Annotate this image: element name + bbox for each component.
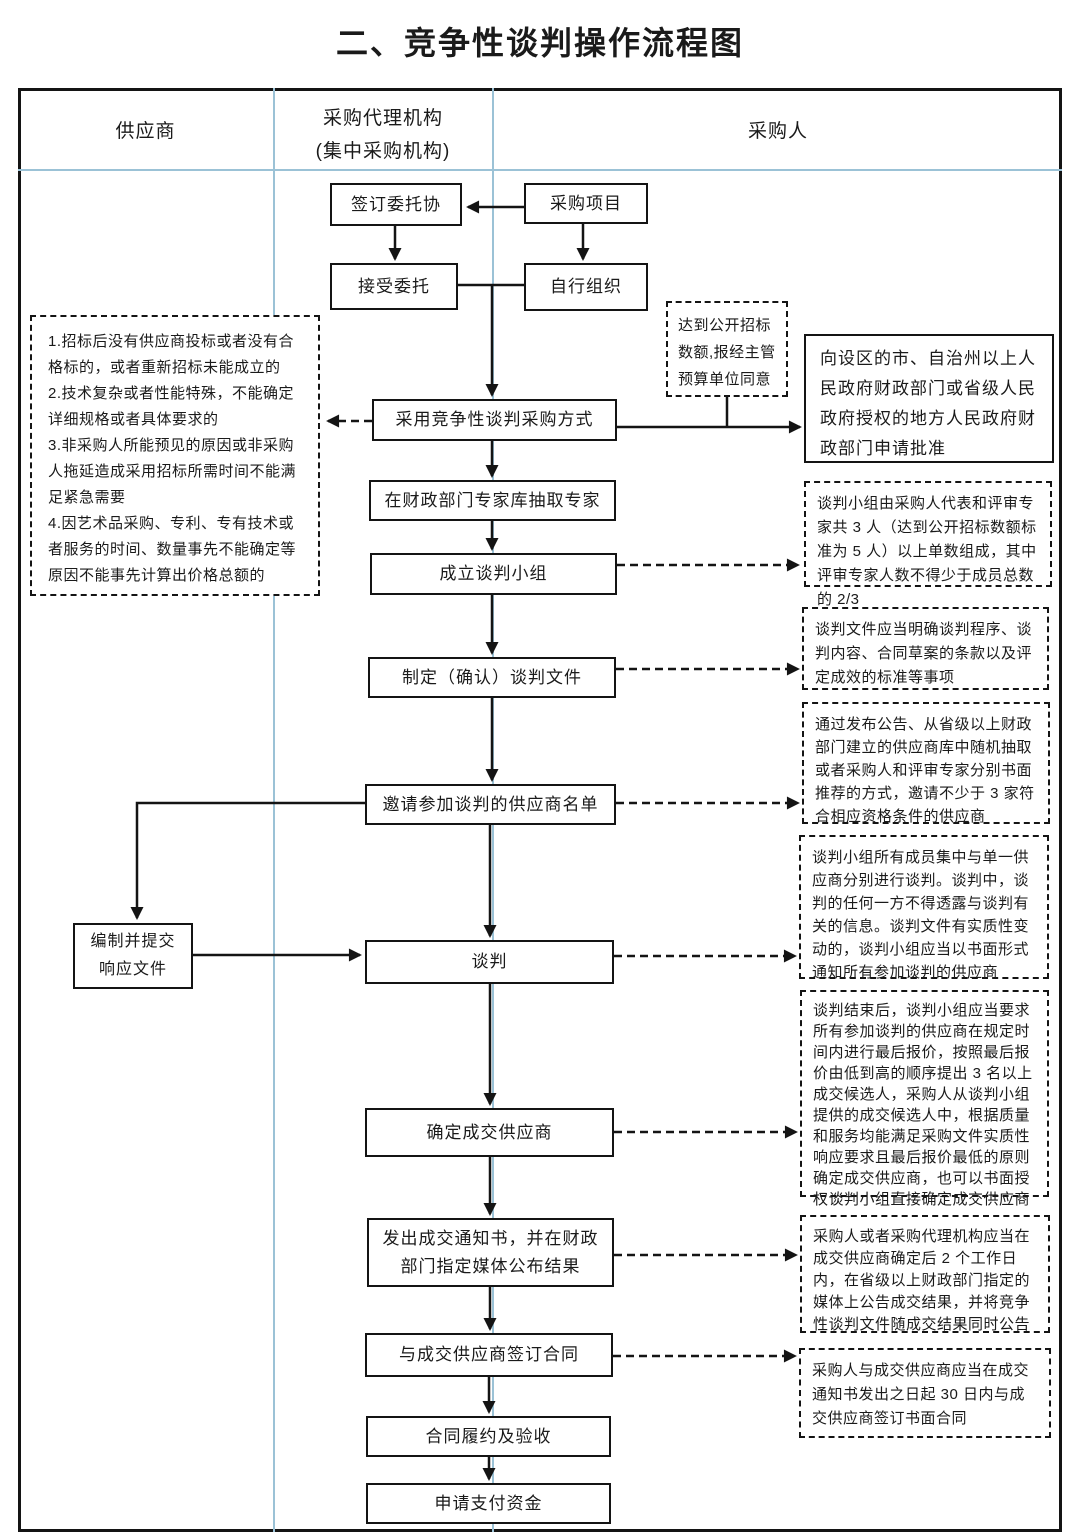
annotation-threshold-condition: 达到公开招标数额,报经主管预算单位同意 bbox=[666, 301, 788, 397]
node-adopt-method: 采用竞争性谈判采购方式 bbox=[372, 399, 617, 441]
node-issue-notice: 发出成交通知书，并在财政部门指定媒体公布结果 bbox=[367, 1218, 614, 1287]
lane-header-agency-line2: (集中采购机构) bbox=[315, 141, 451, 162]
node-invite-list: 邀请参加谈判的供应商名单 bbox=[365, 784, 616, 825]
node-apply-payment: 申请支付资金 bbox=[366, 1483, 611, 1524]
annotation-left-reasons: 1.招标后没有供应商投标或者没有合格标的，或者重新招标未能成立的 2.技术复杂或… bbox=[30, 315, 320, 596]
lane-header-purchaser: 采购人 bbox=[747, 121, 808, 142]
node-apply-approval: 向设区的市、自治州以上人民政府财政部门或省级人民政府授权的地方人民政府财政部门申… bbox=[804, 334, 1054, 463]
swimlane-frame bbox=[18, 88, 1062, 1532]
annotation-negotiate-rule: 谈判小组所有成员集中与单一供应商分别进行谈判。谈判中，谈判的任何一方不得透露与谈… bbox=[799, 835, 1049, 981]
lane-header-supplier: 供应商 bbox=[115, 121, 176, 142]
node-sign-agreement: 签订委托协 bbox=[330, 183, 462, 226]
annotation-document-rule: 谈判文件应当明确谈判程序、谈判内容、合同草案的条款以及评定成效的标准等事项 bbox=[802, 607, 1049, 690]
node-draw-experts: 在财政部门专家库抽取专家 bbox=[369, 480, 616, 521]
lane-divider-1 bbox=[273, 88, 275, 1532]
page-title: 二、竞争性谈判操作流程图 bbox=[335, 25, 744, 61]
reason-1: 1.招标后没有供应商投标或者没有合格标的，或者重新招标未能成立的 bbox=[48, 333, 295, 376]
node-form-team: 成立谈判小组 bbox=[370, 553, 617, 595]
node-procurement-project: 采购项目 bbox=[524, 183, 648, 224]
node-perform-contract: 合同履约及验收 bbox=[366, 1416, 611, 1457]
node-prepare-response: 编制并提交 响应文件 bbox=[73, 923, 193, 989]
lane-header-divider bbox=[18, 169, 1062, 171]
node-self-organize: 自行组织 bbox=[524, 263, 648, 311]
node-sign-contract: 与成交供应商签订合同 bbox=[365, 1333, 613, 1377]
node-negotiate: 谈判 bbox=[365, 940, 614, 984]
annotation-contract-rule: 采购人与成交供应商应当在成交通知书发出之日起 30 日内与成交供应商签订书面合同 bbox=[799, 1348, 1051, 1438]
annotation-determine-rule: 谈判结束后，谈判小组应当要求所有参加谈判的供应商在规定时间内进行最后报价，按照最… bbox=[800, 990, 1049, 1208]
node-determine-supplier: 确定成交供应商 bbox=[365, 1108, 614, 1157]
reason-2: 2.技术复杂或者性能特殊，不能确定详细规格或者具体要求的 bbox=[48, 385, 295, 428]
node-make-documents: 制定（确认）谈判文件 bbox=[368, 657, 616, 698]
annotation-publish-rule: 采购人或者采购代理机构应当在成交供应商确定后 2 个工作日内，在省级以上财政部门… bbox=[800, 1215, 1050, 1333]
reason-4: 4.因艺术品采购、专利、专有技术或者服务的时间、数量事先不能确定等原因不能事先计… bbox=[48, 515, 297, 584]
annotation-invite-rule: 通过发布公告、从省级以上财政部门建立的供应商库中随机抽取或者采购人和评审专家分别… bbox=[802, 702, 1050, 825]
lane-header-agency-line1: 采购代理机构 bbox=[322, 108, 443, 129]
node-accept-entrustment: 接受委托 bbox=[330, 263, 458, 310]
annotation-team-rule: 谈判小组由采购人代表和评审专家共 3 人（达到公开招标数额标准为 5 人）以上单… bbox=[804, 481, 1052, 608]
reason-3: 3.非采购人所能预见的原因或非采购人拖延造成采用招标所需时间不能满足紧急需要 bbox=[48, 437, 297, 506]
